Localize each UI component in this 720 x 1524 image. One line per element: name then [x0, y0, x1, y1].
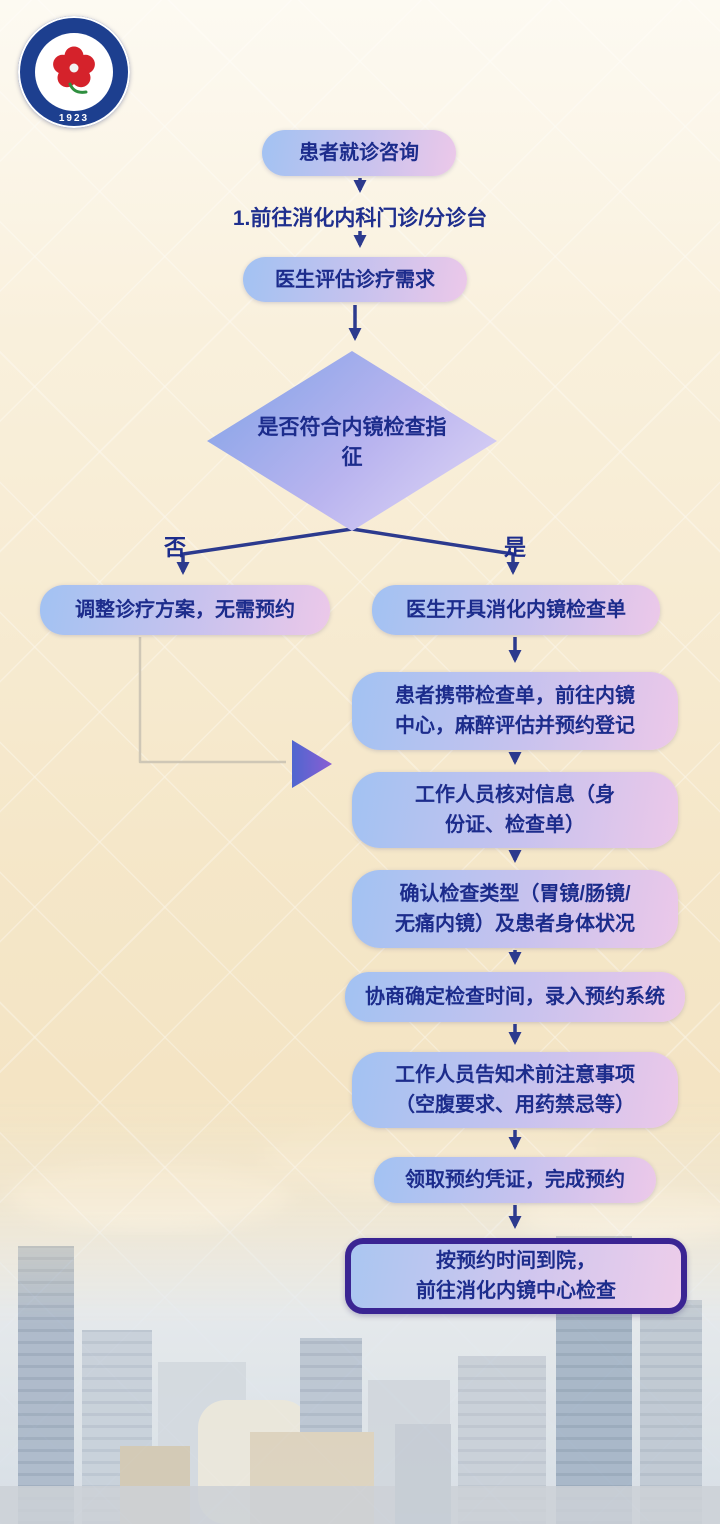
hospital-logo: 1923: [18, 16, 130, 128]
node-yes-step-4: 确认检查类型（胃镜/肠镜/ 无痛内镜）及患者身体状况: [352, 870, 678, 948]
branch-label-yes: 是: [503, 535, 526, 560]
decision-label: 是否符合内镜检查指征: [257, 416, 447, 469]
arrow-lines: [176, 178, 522, 1229]
node-start: 患者就诊咨询: [262, 130, 456, 176]
node-yes-step-6: 工作人员告知术前注意事项 （空腹要求、用药禁忌等）: [352, 1052, 678, 1128]
logo-flower-icon: [53, 46, 95, 94]
logo-year: 1923: [58, 113, 90, 124]
flow-arrow-right-icon: [292, 740, 332, 788]
node-yes-step-2: 患者携带检查单，前往内镜 中心，麻醉评估并预约登记: [352, 672, 678, 750]
node-no-path: 调整诊疗方案，无需预约: [40, 585, 330, 635]
node-yes-step-5: 协商确定检查时间，录入预约系统: [345, 972, 685, 1022]
step-note: 1.前往消化内科门诊/分诊台: [232, 207, 488, 230]
node-yes-step-1: 医生开具消化内镜检查单: [372, 585, 660, 635]
node-assess: 医生评估诊疗需求: [243, 257, 467, 302]
node-final: 按预约时间到院， 前往消化内镜中心检查: [345, 1238, 687, 1314]
node-yes-step-3: 工作人员核对信息（身 份证、检查单）: [352, 772, 678, 848]
branch-label-no: 否: [163, 535, 186, 560]
no-branch-elbow-connector: [138, 637, 286, 764]
node-yes-step-7: 领取预约凭证，完成预约: [374, 1157, 656, 1203]
